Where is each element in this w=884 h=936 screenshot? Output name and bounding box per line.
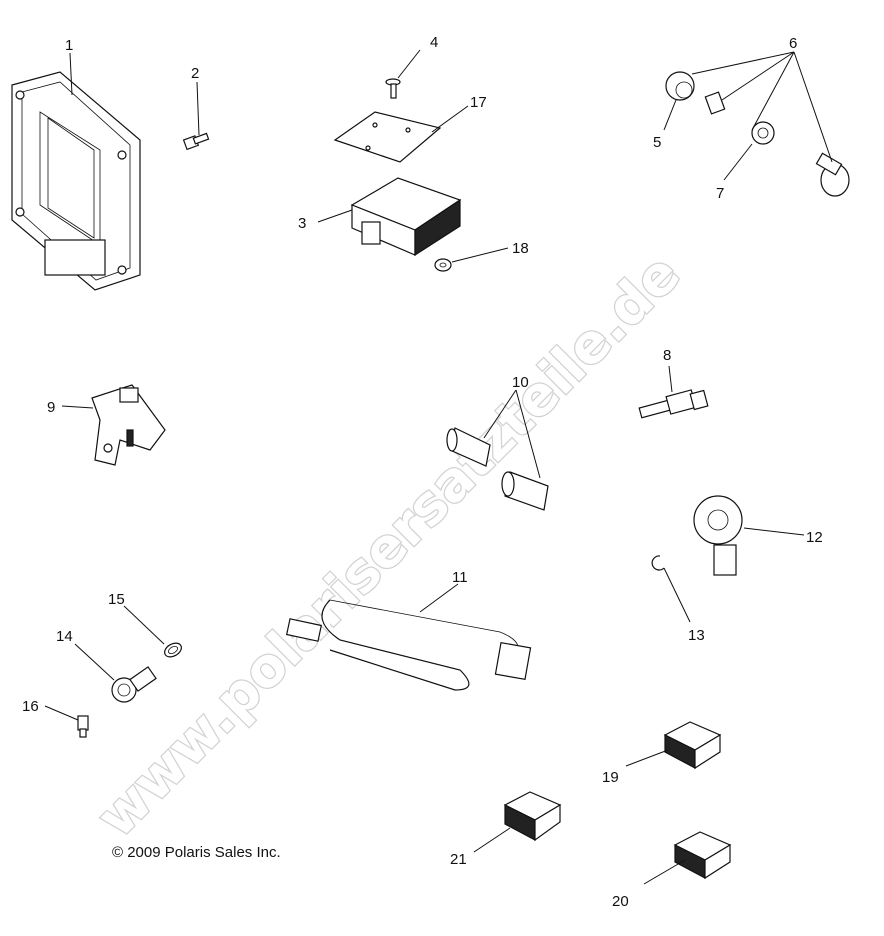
part-1-ecu bbox=[11, 71, 141, 291]
part-8-sensor bbox=[638, 389, 709, 419]
part-5-cap bbox=[665, 71, 695, 101]
part-20-switch bbox=[673, 831, 732, 880]
callout-21: 21 bbox=[450, 851, 467, 868]
part-18-nut bbox=[434, 258, 452, 272]
part-6-connector bbox=[704, 91, 726, 115]
callout-18: 18 bbox=[512, 240, 529, 257]
part-4-screw bbox=[385, 78, 401, 99]
copyright-notice: © 2009 Polaris Sales Inc. bbox=[112, 844, 281, 861]
callout-10: 10 bbox=[512, 374, 529, 391]
part-16-bolt bbox=[77, 715, 89, 738]
part-13-clip bbox=[651, 555, 665, 571]
part-9-sensor bbox=[91, 384, 166, 466]
part-6-sensor bbox=[815, 152, 850, 197]
part-19-switch bbox=[663, 721, 722, 770]
callout-4: 4 bbox=[430, 34, 438, 51]
callout-19: 19 bbox=[602, 769, 619, 786]
callout-12: 12 bbox=[806, 529, 823, 546]
part-11-harness bbox=[285, 599, 532, 691]
watermark: www.polarisersatzteile.de bbox=[85, 242, 692, 849]
part-17-plate bbox=[333, 111, 442, 163]
callout-9: 9 bbox=[47, 399, 55, 416]
part-21-switch bbox=[503, 791, 562, 842]
callout-13: 13 bbox=[688, 627, 705, 644]
callout-20: 20 bbox=[612, 893, 629, 910]
callout-11: 11 bbox=[452, 569, 468, 586]
callout-14: 14 bbox=[56, 628, 73, 645]
part-14-sensor bbox=[111, 666, 157, 703]
part-7-grommet bbox=[751, 121, 775, 145]
callout-1: 1 bbox=[65, 37, 73, 54]
callout-15: 15 bbox=[108, 591, 125, 608]
part-2-bolt bbox=[182, 132, 210, 151]
callout-6: 6 bbox=[789, 35, 797, 52]
callout-7: 7 bbox=[716, 185, 724, 202]
callout-17: 17 bbox=[470, 94, 487, 111]
callout-8: 8 bbox=[663, 347, 671, 364]
part-15-oring bbox=[164, 642, 182, 658]
part-3-regulator bbox=[350, 177, 462, 257]
callout-3: 3 bbox=[298, 215, 306, 232]
part-10-sleeves bbox=[446, 427, 549, 511]
callout-5: 5 bbox=[653, 134, 661, 151]
callout-2: 2 bbox=[191, 65, 199, 82]
callout-16: 16 bbox=[22, 698, 39, 715]
part-12-knock-sensor bbox=[693, 495, 743, 576]
